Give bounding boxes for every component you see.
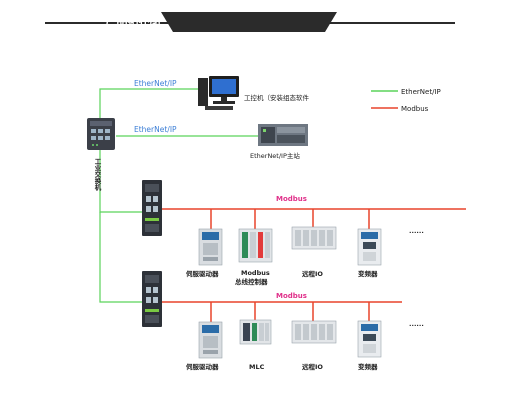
banner-tab <box>161 12 337 32</box>
link-label-master: EtherNet/IP <box>134 125 177 134</box>
ethernet-links <box>99 88 258 303</box>
gateway-2-icon <box>142 271 162 327</box>
switch-icon <box>87 118 115 150</box>
title-banner: 产品拓扑图 <box>45 12 455 32</box>
legend-modbus-label: Modbus <box>401 105 429 113</box>
modbus-bus-1 <box>166 208 466 229</box>
inverter-label-1: 变频器 <box>358 269 378 278</box>
modbus-bus-2 <box>166 301 402 322</box>
link-pc <box>99 88 198 118</box>
master-label: EtherNet/IP主站 <box>250 151 300 160</box>
servo-label-2: 伺服驱动器 <box>185 362 219 371</box>
remote-io-label-2: 远程IO <box>302 362 323 371</box>
inverter-icon <box>357 228 382 266</box>
bus-2-label: Modbus <box>276 292 307 300</box>
link-label-pc: EtherNet/IP <box>134 79 177 88</box>
legend: EtherNet/IP Modbus <box>371 88 441 113</box>
bus-1-label: Modbus <box>276 195 307 203</box>
inverter-icon <box>357 320 382 358</box>
remote-io-icon <box>291 226 337 250</box>
controller-label-line2: 总线控制器 <box>235 277 268 286</box>
legend-ethernet-label: EtherNet/IP <box>401 88 441 96</box>
inverter-label-2: 变频器 <box>358 362 378 371</box>
mlc-icon <box>239 319 272 345</box>
mlc-label: MLC <box>249 363 265 371</box>
pc-label: 工控机（安装组态软件 <box>244 93 310 102</box>
remote-io-label-1: 远程IO <box>302 269 323 278</box>
plc-master-icon <box>258 124 308 146</box>
servo-drive-icon <box>198 321 223 359</box>
pc-icon <box>198 76 239 110</box>
switch-label: 工业交换机 <box>93 158 101 192</box>
remote-io-icon <box>291 320 337 344</box>
gateway-1-icon <box>142 180 162 236</box>
bus-2-ellipsis: ...... <box>409 320 424 328</box>
link-gateway-1 <box>99 148 142 213</box>
servo-drive-icon <box>198 228 223 266</box>
modbus-controller-icon <box>238 228 273 263</box>
bus-1-ellipsis: ...... <box>409 227 424 235</box>
servo-label-1: 伺服驱动器 <box>185 269 219 278</box>
controller-label-line1: Modbus <box>241 269 270 277</box>
page-title: 产品拓扑图 <box>105 15 161 28</box>
link-gateway-2 <box>99 212 142 303</box>
